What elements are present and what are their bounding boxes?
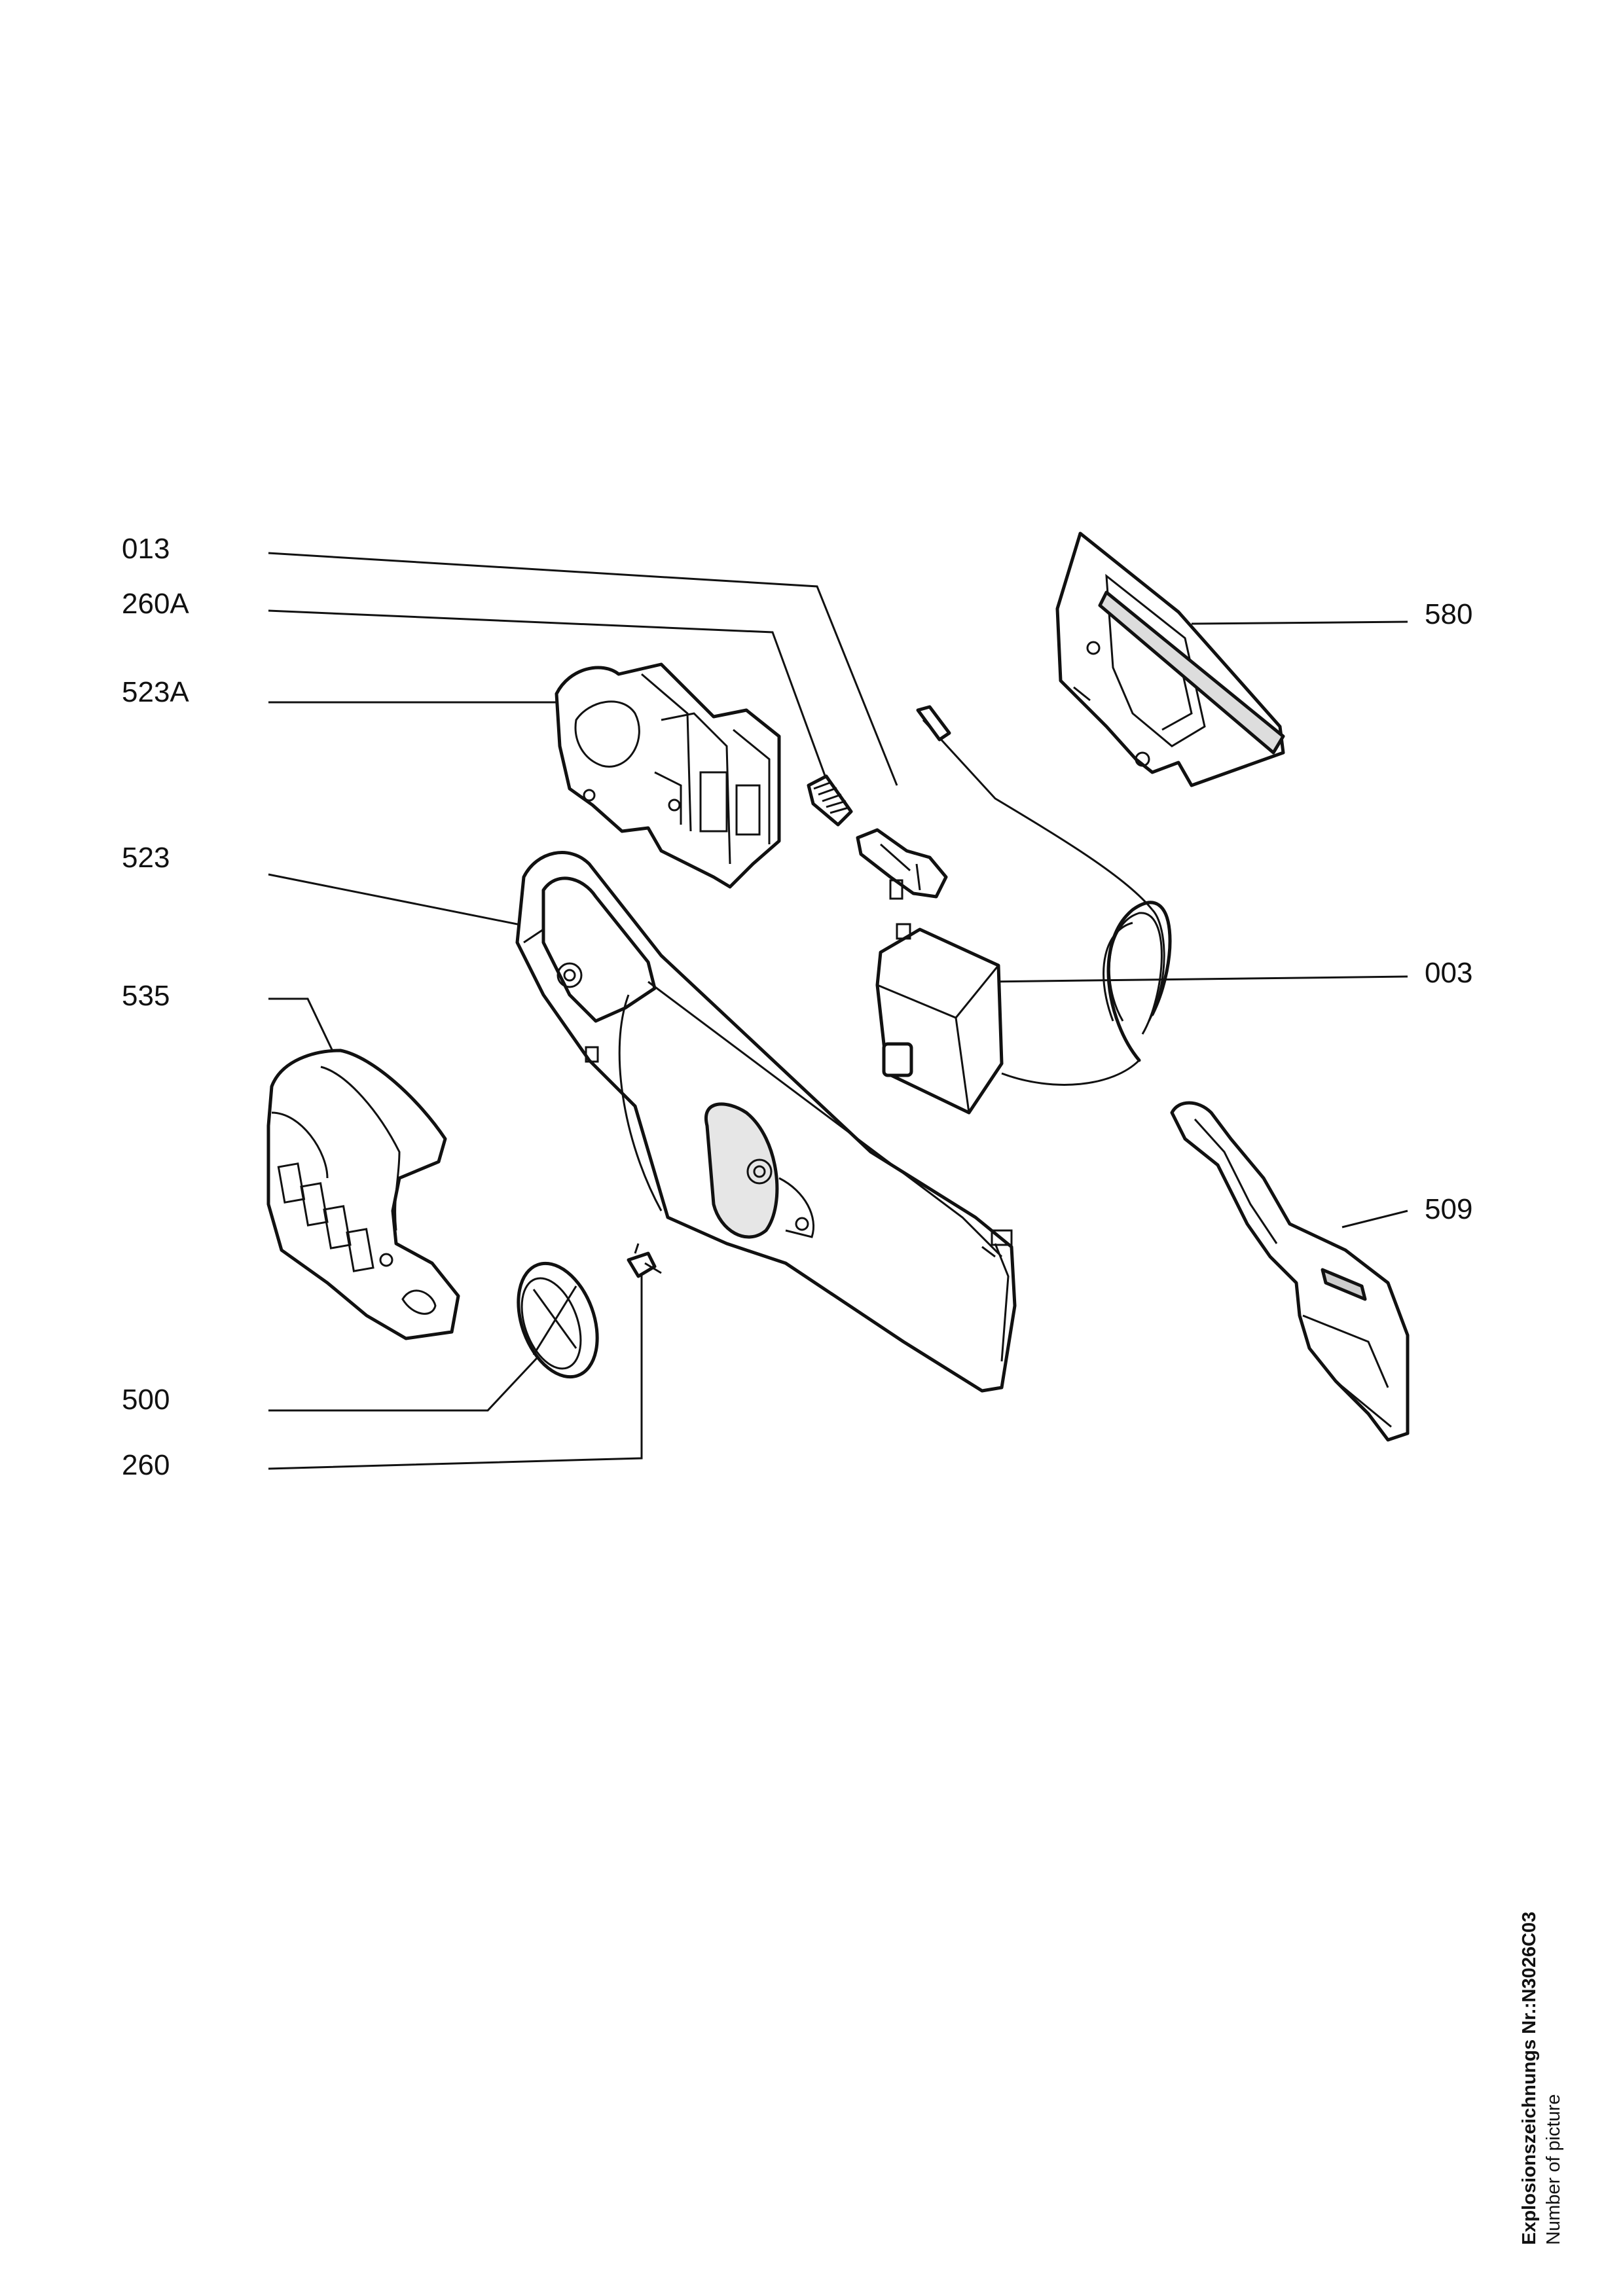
callout-260: 260 [122, 1449, 170, 1481]
callout-523A: 523A [122, 676, 189, 708]
leader-013 [268, 552, 898, 786]
part-580-bracket [1055, 531, 1285, 787]
part-500-knob [517, 1261, 599, 1379]
callout-523: 523 [122, 842, 170, 874]
leader-260 [268, 1273, 643, 1470]
part-509-lever [1170, 1101, 1410, 1442]
leader-500 [268, 1357, 538, 1412]
leader-523 [268, 873, 544, 931]
part-523-housing [515, 851, 1017, 1393]
callout-535: 535 [122, 980, 170, 1012]
callout-500: 500 [122, 1384, 170, 1416]
part-523A-switch-block [555, 662, 781, 889]
leader-535 [268, 997, 335, 1054]
part-535-cover [266, 1049, 460, 1340]
drawing-number: Explosionszeichnungs Nr.:N3026C03 [1519, 1911, 1540, 2245]
part-260A-spring [807, 774, 853, 827]
caption-block: Explosionszeichnungs Nr.:N3026C03 Number… [1519, 1878, 1584, 2245]
leader-509 [1341, 1210, 1408, 1229]
leader-260A [268, 609, 826, 776]
part-260-screw [627, 1243, 662, 1278]
leader-003 [981, 975, 1408, 983]
part-003-thermostat [875, 705, 1172, 1115]
callout-260A: 260A [122, 588, 189, 620]
drawing-number-subtitle: Number of picture [1543, 2094, 1564, 2246]
callout-509: 509 [1425, 1193, 1472, 1225]
callout-003: 003 [1425, 957, 1472, 989]
part-013-pin [856, 828, 948, 900]
leader-580 [1191, 620, 1408, 625]
callout-013: 013 [122, 533, 170, 565]
callout-580: 580 [1425, 598, 1472, 630]
